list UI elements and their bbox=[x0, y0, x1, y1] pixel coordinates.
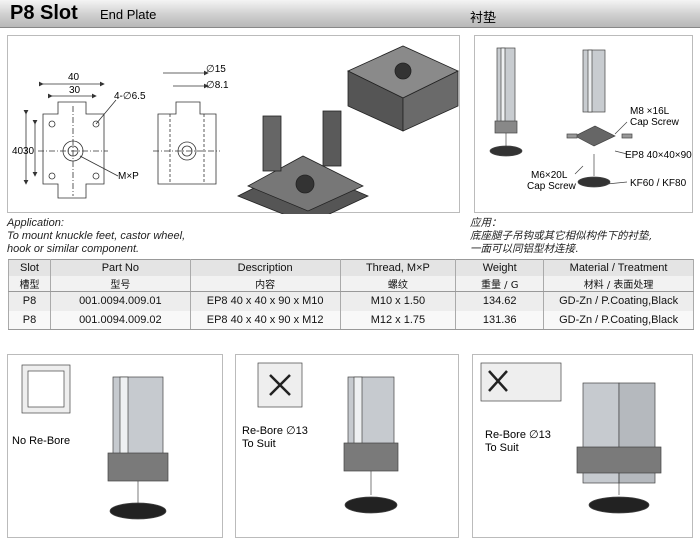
table-cell: 134.62 bbox=[455, 291, 545, 311]
label-ep8: EP8 40×40×90 bbox=[625, 150, 692, 161]
header-slot-title: P8 Slot bbox=[10, 2, 78, 24]
col-header: Weight bbox=[455, 259, 545, 276]
dim-40-left: 40 bbox=[12, 146, 24, 157]
col-header-cn: 槽型 bbox=[8, 275, 51, 292]
application-line-cn: 底座腿子吊钩或其它相似构件下的衬垫, bbox=[470, 230, 652, 242]
table-row: P8 001.0094.009.02 EP8 40 x 40 x 90 x M1… bbox=[8, 310, 694, 330]
application-line-cn: 一面可以同铝型材连接. bbox=[470, 243, 579, 255]
header-plate-title-cn: 衬垫 bbox=[470, 11, 497, 26]
dia-8-1: ∅8.1 bbox=[206, 80, 229, 91]
table-header-row-cn: 槽型 型号 内容 螺纹 重量 / G 材料 / 表面处理 bbox=[8, 275, 694, 292]
technical-drawing-panel: 40 30 40 30 4-∅6.5 M×P ∅15 ∅8.1 bbox=[7, 35, 460, 225]
variant-render-no-rebore bbox=[21, 364, 169, 520]
table-cell: 001.0094.009.02 bbox=[49, 310, 191, 330]
application-text: Application: To mount knuckle feet, cast… bbox=[7, 217, 185, 256]
col-header: Description bbox=[189, 259, 341, 276]
label-rebore-1: Re-Bore ∅13 bbox=[242, 425, 308, 437]
technical-drawing: 40 30 40 30 4-∅6.5 M×P ∅15 ∅8.1 bbox=[12, 45, 459, 225]
variant-panel-no-rebore: No Re-Bore bbox=[7, 354, 223, 538]
application-heading: Application: bbox=[7, 217, 64, 229]
label-m8-cap-screw: M8 ×16L bbox=[630, 106, 670, 117]
col-header: Material / Treatment bbox=[543, 259, 694, 276]
variant-panel-rebore-1: Re-Bore ∅13 To Suit bbox=[235, 354, 459, 538]
label-rebore-1-sub: To Suit bbox=[242, 438, 276, 450]
table-row: P8 001.0094.009.01 EP8 40 x 40 x 90 x M1… bbox=[8, 291, 694, 311]
assembly-panel: M8 ×16L Cap Screw EP8 40×40×90 M6×20L Ca… bbox=[474, 35, 693, 213]
table-cell: 131.36 bbox=[455, 310, 545, 330]
col-header: Part No bbox=[49, 259, 191, 276]
table-cell: GD-Zn / P.Coating,Black bbox=[543, 291, 694, 311]
variant-render-rebore-2 bbox=[480, 362, 662, 514]
application-line: hook or similar component. bbox=[7, 243, 140, 255]
table-cell: 001.0094.009.01 bbox=[49, 291, 191, 311]
col-header-cn: 重量 / G bbox=[455, 275, 545, 292]
table-cell: EP8 40 x 40 x 90 x M10 bbox=[189, 291, 341, 311]
dim-30-left: 30 bbox=[23, 146, 35, 157]
table-header-row: Slot Part No Description Thread, M×P Wei… bbox=[8, 259, 694, 276]
label-rebore-2-sub: To Suit bbox=[485, 442, 519, 454]
header-plate-title: End Plate bbox=[100, 7, 157, 22]
table-cell: P8 bbox=[8, 310, 51, 330]
assembly-drawing: M8 ×16L Cap Screw EP8 40×40×90 M6×20L Ca… bbox=[489, 47, 692, 192]
dim-30-top: 30 bbox=[69, 85, 81, 96]
label-m6-cap-screw: M6×20L bbox=[531, 170, 568, 181]
table-cell: M10 x 1.50 bbox=[339, 291, 457, 311]
hole-note: 4-∅6.5 bbox=[114, 91, 146, 102]
end-plate-render-top bbox=[347, 45, 459, 132]
table-cell: EP8 40 x 40 x 90 x M12 bbox=[189, 310, 341, 330]
application-line: To mount knuckle feet, castor wheel, bbox=[7, 230, 186, 242]
dia-15: ∅15 bbox=[206, 64, 226, 75]
label-no-rebore: No Re-Bore bbox=[12, 435, 71, 447]
application-heading-cn: 应用： bbox=[470, 217, 502, 229]
col-header: Slot bbox=[8, 259, 51, 276]
end-plate-render-underside bbox=[237, 110, 369, 225]
col-header-cn: 螺纹 bbox=[339, 275, 457, 292]
spec-table: Slot Part No Description Thread, M×P Wei… bbox=[8, 259, 694, 330]
thread-note: M×P bbox=[118, 171, 139, 182]
label-m6-cap-screw-sub: Cap Screw bbox=[527, 181, 577, 192]
col-header: Thread, M×P bbox=[339, 259, 457, 276]
table-cell: M12 x 1.75 bbox=[339, 310, 457, 330]
label-rebore-2: Re-Bore ∅13 bbox=[485, 429, 551, 441]
variant-render-rebore-1 bbox=[257, 362, 399, 514]
table-cell: P8 bbox=[8, 291, 51, 311]
table-cell: GD-Zn / P.Coating,Black bbox=[543, 310, 694, 330]
dim-40-top: 40 bbox=[68, 72, 80, 83]
header-bar: P8 Slot End Plate 衬垫 bbox=[0, 0, 700, 28]
label-kf: KF60 / KF80 bbox=[630, 178, 687, 189]
application-text-cn: 应用： 底座腿子吊钩或其它相似构件下的衬垫, 一面可以同铝型材连接. bbox=[470, 217, 652, 256]
label-m8-cap-screw-sub: Cap Screw bbox=[630, 117, 680, 128]
col-header-cn: 内容 bbox=[189, 275, 341, 292]
variant-panel-rebore-2: Re-Bore ∅13 To Suit bbox=[472, 354, 693, 538]
col-header-cn: 材料 / 表面处理 bbox=[543, 275, 694, 292]
col-header-cn: 型号 bbox=[49, 275, 191, 292]
